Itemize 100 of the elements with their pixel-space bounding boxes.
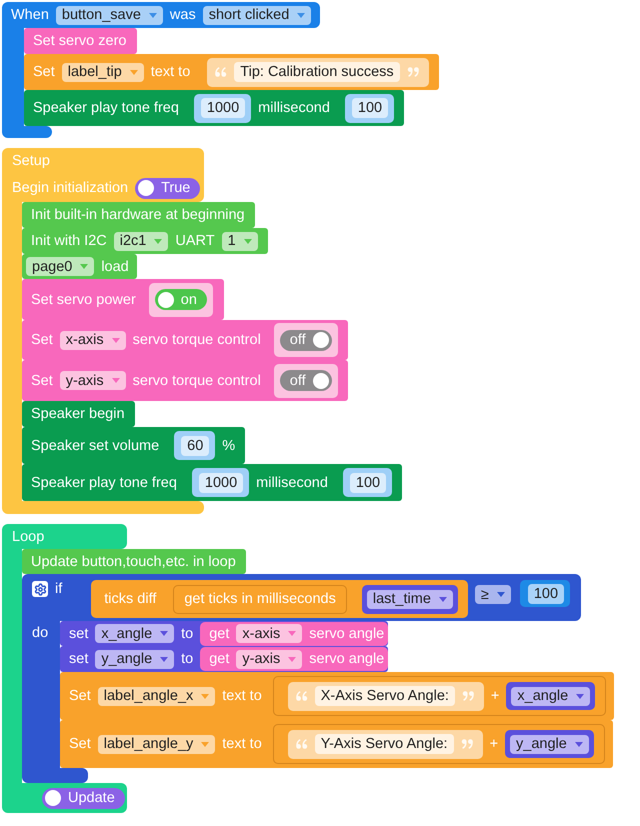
- block-label: Set servo power: [31, 290, 136, 308]
- number-field: 100: [350, 472, 386, 492]
- block-label: text to: [150, 63, 190, 81]
- dropdown-field: y_angle: [510, 734, 589, 754]
- setup-block: [2, 148, 204, 202]
- block-label: millisecond: [256, 474, 328, 492]
- dropdown-field: page0: [26, 257, 94, 276]
- dropdown-field: button_save: [56, 6, 163, 24]
- block-label: Speaker play tone freq: [33, 99, 179, 117]
- block-label: +: [490, 687, 500, 705]
- string-block: [207, 58, 429, 86]
- block-label: Update button,touch,etc. in loop: [31, 552, 236, 570]
- toggle-block: [274, 364, 338, 398]
- statement-block: [24, 90, 404, 126]
- block-label: Init built-in hardware at beginning: [31, 206, 245, 224]
- number-field: 1000: [198, 472, 244, 492]
- block-label: load: [101, 258, 129, 276]
- block-label: to: [181, 650, 194, 668]
- block-label: Set servo zero: [33, 32, 126, 50]
- string-block: [288, 682, 484, 710]
- variable-block: [506, 682, 596, 710]
- statement-block: [60, 621, 388, 646]
- string-block: [288, 730, 483, 758]
- block-label: do: [32, 624, 48, 642]
- text-field: Y-Axis Servo Angle:: [314, 734, 454, 754]
- number-field: 100: [352, 98, 388, 118]
- block-label: text to: [222, 735, 262, 753]
- block-label: set: [69, 624, 88, 642]
- statement-block: [22, 401, 135, 427]
- statement-block: [22, 254, 137, 279]
- join-block: [272, 676, 606, 716]
- block-label: Set: [31, 372, 53, 390]
- number-block: [194, 94, 252, 122]
- block-label: to: [181, 624, 194, 642]
- block-label: Set: [69, 687, 91, 705]
- number-block: [342, 468, 392, 497]
- event-block: [2, 2, 320, 28]
- number-block: [520, 580, 570, 607]
- loop-block: [2, 524, 127, 549]
- block-label: get: [209, 650, 230, 668]
- statement-block: [60, 672, 614, 720]
- block-label: Init with I2C: [31, 232, 107, 250]
- dropdown-field: x_angle: [95, 624, 174, 643]
- if-block: [22, 574, 582, 621]
- number-block: [174, 431, 216, 460]
- dropdown-field: x-axis: [60, 330, 126, 350]
- block-label: Speaker begin: [31, 405, 125, 423]
- number-field: 100: [528, 584, 564, 604]
- statement-block: [22, 228, 268, 254]
- dropdown-field: y-axis: [60, 371, 126, 390]
- block-label: Speaker play tone freq: [31, 474, 177, 492]
- block-label: servo angle: [309, 650, 384, 668]
- block-label: get: [209, 624, 230, 642]
- block-label: if: [55, 580, 62, 598]
- value-block: [173, 584, 347, 614]
- block-label: get ticks in milliseconds: [184, 590, 336, 608]
- statement-block: [24, 28, 136, 54]
- block-bottom-bar: [2, 783, 127, 813]
- block-label: millisecond: [258, 99, 330, 117]
- block-label: Set: [69, 735, 91, 753]
- number-block: [192, 468, 250, 497]
- dropdown-field: label_angle_x: [98, 686, 216, 706]
- block-label: %: [222, 436, 236, 454]
- block-label: text to: [222, 687, 262, 705]
- value-block: [91, 580, 468, 618]
- text-field: X-Axis Servo Angle:: [314, 686, 455, 706]
- statement-block: [22, 279, 224, 320]
- toggle-switch: True: [135, 178, 200, 198]
- statement-block: [22, 202, 255, 228]
- block-label: servo torque control: [132, 331, 261, 349]
- statement-block: [22, 320, 348, 360]
- statement-block: [22, 549, 246, 574]
- dropdown-field: x_angle: [511, 686, 590, 706]
- dropdown-field: y-axis: [236, 650, 302, 668]
- dropdown-field: x-axis: [236, 624, 302, 643]
- dropdown-field: last_time: [366, 590, 453, 608]
- toggle-switch: Update: [42, 788, 125, 808]
- toggle-switch: on: [154, 289, 207, 310]
- statement-block: [22, 427, 246, 464]
- dropdown-field: y_angle: [95, 650, 174, 668]
- block-label: was: [170, 6, 196, 24]
- dropdown-field: short clicked: [202, 6, 312, 24]
- number-field: 1000: [200, 98, 246, 118]
- statement-block: [60, 646, 388, 672]
- number-block: [344, 94, 394, 122]
- value-block: [200, 647, 388, 671]
- block-label: Begin initialization: [12, 179, 128, 197]
- toggle-switch: off: [280, 330, 332, 350]
- toggle-switch: off: [280, 370, 332, 391]
- value-block: [200, 622, 388, 646]
- dropdown-field: ≥: [474, 585, 511, 604]
- statement-block: [22, 360, 348, 401]
- dropdown-field: label_angle_y: [98, 734, 216, 754]
- block-label: set: [69, 650, 88, 668]
- text-field: Tip: Calibration success: [234, 62, 400, 82]
- block-label: servo torque control: [132, 372, 261, 390]
- block-label: UART: [175, 232, 215, 250]
- join-block: [272, 724, 605, 764]
- toggle-block: [274, 323, 338, 357]
- variable-block: [505, 730, 594, 758]
